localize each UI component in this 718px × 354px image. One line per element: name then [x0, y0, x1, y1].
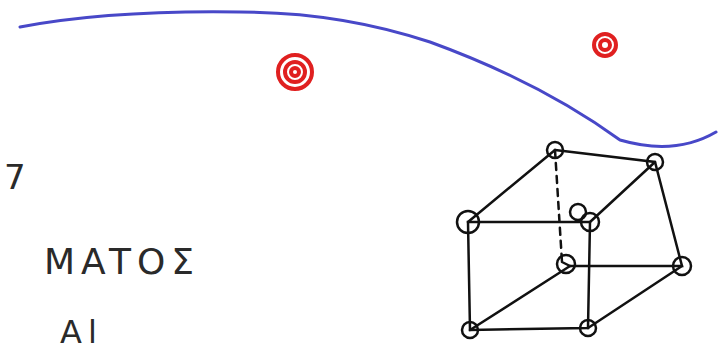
handwritten-note: 7 — [4, 160, 32, 194]
red-dot — [594, 34, 616, 56]
wavy-line — [20, 12, 716, 147]
red-dot — [278, 55, 312, 89]
cube-lattice — [457, 142, 691, 338]
handwritten-note: Al — [60, 316, 103, 348]
handwritten-note: MATOΣ — [44, 244, 200, 280]
